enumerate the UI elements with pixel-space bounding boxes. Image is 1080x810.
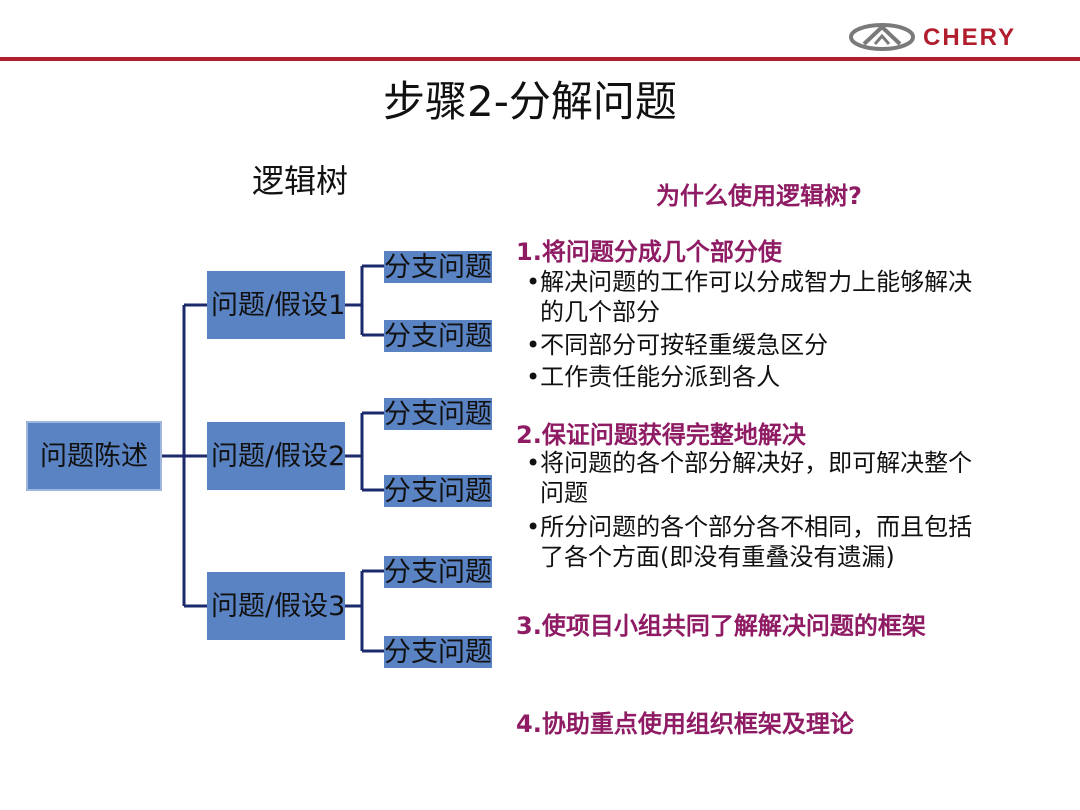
bullet-line: •工作责任能分派到各人	[526, 363, 781, 391]
bullet-line: 问题	[540, 479, 588, 507]
leaf-connector-3	[345, 569, 384, 653]
leaf-connector-2	[345, 411, 384, 492]
branch-question-label: 分支问题	[384, 556, 492, 588]
root-problem-box: 问题陈述	[26, 421, 162, 491]
hypothesis-box: 问题/假设2	[207, 422, 345, 490]
bullet-line: 了各个方面(即没有重叠没有遗漏)	[540, 543, 895, 571]
hypothesis-label: 问题/假设3	[211, 590, 346, 622]
bullet-line: •将问题的各个部分解决好，即可解决整个	[526, 449, 973, 477]
hypothesis-box: 问题/假设1	[207, 271, 345, 339]
chery-emblem-icon	[849, 23, 915, 51]
hypothesis-label: 问题/假设2	[211, 440, 346, 472]
hypothesis-label: 问题/假设1	[211, 289, 346, 321]
chery-logo: CHERY	[848, 20, 1038, 56]
branch-question-label: 分支问题	[384, 636, 492, 668]
why-heading: 为什么使用逻辑树?	[656, 182, 862, 210]
slide-title: 步骤2-分解问题	[383, 77, 677, 126]
bullet-line: •所分问题的各个部分各不相同，而且包括	[526, 513, 973, 541]
hypothesis-box: 问题/假设3	[207, 572, 345, 640]
bullet-line: 的几个部分	[540, 298, 660, 326]
branch-question-label: 分支问题	[384, 398, 492, 430]
point-heading: 4.协助重点使用组织框架及理论	[516, 710, 854, 738]
point-heading: 1.将问题分成几个部分使	[516, 238, 782, 266]
tree-connectors	[162, 264, 384, 653]
branch-question-label: 分支问题	[384, 251, 492, 283]
branch-question-box: 分支问题	[384, 398, 492, 430]
point-heading: 3.使项目小组共同了解解决问题的框架	[516, 612, 926, 640]
bullet-line: •不同部分可按轻重缓急区分	[526, 331, 829, 359]
branch-question-box: 分支问题	[384, 251, 492, 283]
branch-question-box: 分支问题	[384, 556, 492, 588]
branch-question-label: 分支问题	[384, 320, 492, 352]
brand-name: CHERY	[923, 24, 1017, 51]
leaf-connector-1	[345, 264, 384, 337]
root-problem-label: 问题陈述	[40, 440, 148, 472]
logic-tree-subtitle: 逻辑树	[252, 162, 349, 200]
branch-question-label: 分支问题	[384, 475, 492, 507]
point-heading: 2.保证问题获得完整地解决	[516, 421, 806, 449]
bullet-line: •解决问题的工作可以分成智力上能够解决	[526, 268, 973, 296]
branch-question-box: 分支问题	[384, 475, 492, 507]
header-divider	[0, 57, 1080, 61]
branch-question-box: 分支问题	[384, 320, 492, 352]
branch-question-box: 分支问题	[384, 636, 492, 668]
